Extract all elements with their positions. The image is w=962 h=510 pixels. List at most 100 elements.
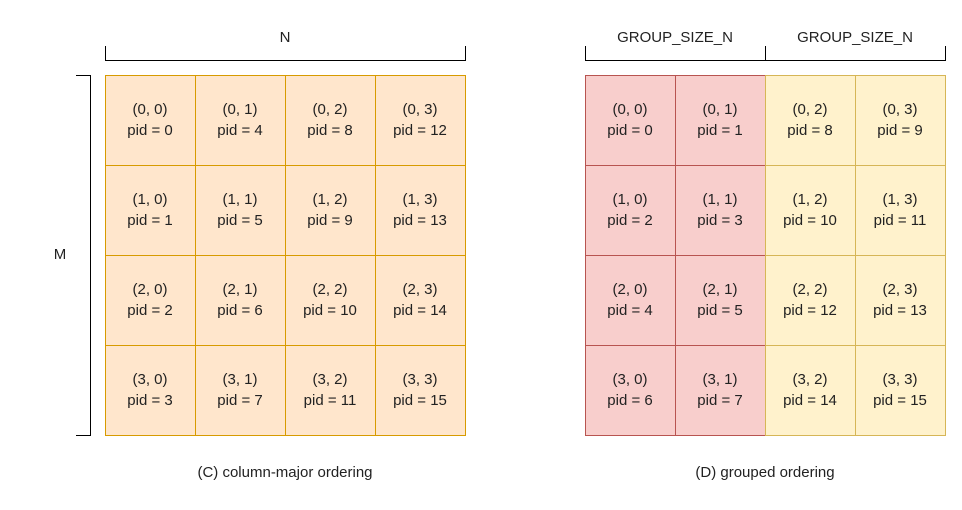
- cell-coordinate: (3, 2): [312, 371, 348, 388]
- grid-cell: (2, 3) pid = 14: [374, 254, 466, 346]
- cell-coordinate: (0, 2): [792, 101, 828, 118]
- grid-cell: (3, 0) pid = 3: [104, 344, 196, 436]
- cell-pid: pid = 1: [697, 122, 743, 139]
- cell-pid: pid = 6: [607, 392, 653, 409]
- cell-pid: pid = 0: [127, 122, 173, 139]
- cell-pid: pid = 15: [393, 392, 447, 409]
- cell-pid: pid = 2: [127, 302, 173, 319]
- cell-coordinate: (3, 0): [612, 371, 648, 388]
- right-caption: (D) grouped ordering: [695, 464, 835, 481]
- grid-cell: (2, 1)pid = 6: [194, 254, 286, 346]
- cell-pid: pid = 14: [783, 392, 837, 409]
- cell-coordinate: (0, 0): [132, 101, 168, 118]
- cell-pid: pid = 7: [697, 392, 743, 409]
- grid-cell: (0, 1)pid = 4: [194, 74, 286, 166]
- grid-cell: (2, 3) pid = 13: [854, 254, 946, 346]
- grid-cell: (3, 2) pid = 14: [764, 344, 856, 436]
- grid-cell: (1, 2)pid = 10: [764, 164, 856, 256]
- cell-coordinate: (0, 1): [702, 101, 738, 118]
- n-bracket-right-tick: [465, 46, 466, 61]
- cell-pid: pid = 9: [877, 122, 923, 139]
- cell-coordinate: (3, 3): [402, 371, 438, 388]
- cell-coordinate: (3, 1): [702, 371, 738, 388]
- grid-cell: (3, 2) pid = 11: [284, 344, 376, 436]
- cell-pid: pid = 12: [783, 302, 837, 319]
- cell-pid: pid = 11: [303, 392, 357, 409]
- grid-cell: (1, 0) pid = 1: [104, 164, 196, 256]
- grid-cell: (0, 0) pid = 0: [104, 74, 196, 166]
- cell-pid: pid = 4: [607, 302, 653, 319]
- cell-pid: pid = 14: [393, 302, 447, 319]
- column-major-grid: (0, 0)pid = 0(0, 1)pid = 4(0, 2)pid = 8(…: [104, 74, 466, 436]
- cell-pid: pid = 8: [787, 122, 833, 139]
- cell-coordinate: (1, 1): [702, 191, 738, 208]
- cell-pid: pid = 13: [873, 302, 927, 319]
- cell-pid: pid = 15: [873, 392, 927, 409]
- grid-cell: (0, 1) pid = 1: [674, 74, 766, 166]
- cell-pid: pid = 7: [217, 392, 263, 409]
- cell-pid: pid = 11: [873, 212, 927, 229]
- grid-cell: (0, 2)pid = 8: [284, 74, 376, 166]
- grid-cell: (1, 0)pid = 2: [584, 164, 676, 256]
- m-bracket-bottom-tick: [76, 435, 91, 436]
- cell-coordinate: (3, 2): [792, 371, 828, 388]
- cell-pid: pid = 9: [307, 212, 353, 229]
- m-bracket-top-tick: [76, 75, 91, 76]
- grid-cell: (0, 2) pid = 8: [764, 74, 856, 166]
- grid-cell: (1, 3)pid = 11: [854, 164, 946, 256]
- cell-pid: pid = 0: [607, 122, 653, 139]
- grid-cell: (1, 3)pid = 13: [374, 164, 466, 256]
- cell-pid: pid = 2: [607, 212, 653, 229]
- cell-coordinate: (0, 3): [402, 101, 438, 118]
- cell-coordinate: (2, 3): [402, 281, 438, 298]
- cell-pid: pid = 3: [127, 392, 173, 409]
- cell-pid: pid = 4: [217, 122, 263, 139]
- n-bracket-line: [105, 60, 465, 61]
- cell-coordinate: (2, 3): [882, 281, 918, 298]
- cell-coordinate: (1, 0): [132, 191, 168, 208]
- cell-coordinate: (2, 1): [702, 281, 738, 298]
- group-bracket-mid-tick: [765, 46, 766, 61]
- cell-pid: pid = 10: [783, 212, 837, 229]
- cell-coordinate: (1, 1): [222, 191, 258, 208]
- grid-cell: (0, 3) pid = 12: [374, 74, 466, 166]
- grid-cell: (1, 1)pid = 3: [674, 164, 766, 256]
- left-caption: (C) column-major ordering: [197, 464, 373, 481]
- grid-cell: (3, 3) pid = 15: [374, 344, 466, 436]
- grid-cell: (0, 0) pid = 0: [584, 74, 676, 166]
- cell-coordinate: (0, 2): [312, 101, 348, 118]
- grid-cell: (2, 2) pid = 12: [764, 254, 856, 346]
- m-bracket-line: [90, 75, 91, 435]
- cell-coordinate: (0, 0): [612, 101, 648, 118]
- grid-cell: (3, 3) pid = 15: [854, 344, 946, 436]
- grid-cell: (1, 1) pid = 5: [194, 164, 286, 256]
- cell-coordinate: (1, 3): [402, 191, 438, 208]
- cell-coordinate: (3, 1): [222, 371, 258, 388]
- cell-pid: pid = 5: [697, 302, 743, 319]
- cell-pid: pid = 12: [393, 122, 447, 139]
- grid-cell: (2, 1) pid = 5: [674, 254, 766, 346]
- cell-pid: pid = 5: [217, 212, 263, 229]
- m-dimension-label: M: [53, 246, 67, 263]
- group-bracket-left-tick: [585, 46, 586, 61]
- n-dimension-label: N: [279, 29, 291, 46]
- grid-cell: (2, 0) pid = 2: [104, 254, 196, 346]
- cell-coordinate: (2, 1): [222, 281, 258, 298]
- grid-cell: (3, 0) pid = 6: [584, 344, 676, 436]
- cell-coordinate: (3, 3): [882, 371, 918, 388]
- cell-coordinate: (2, 2): [312, 281, 348, 298]
- grid-cell: (2, 2)pid = 10: [284, 254, 376, 346]
- cell-coordinate: (3, 0): [132, 371, 168, 388]
- cell-coordinate: (1, 2): [312, 191, 348, 208]
- n-bracket-left-tick: [105, 46, 106, 61]
- cell-coordinate: (2, 0): [132, 281, 168, 298]
- grid-cell: (1, 2) pid = 9: [284, 164, 376, 256]
- grid-cell: (3, 1) pid = 7: [194, 344, 286, 436]
- group-size-n-label-1: GROUP_SIZE_N: [617, 29, 733, 46]
- cell-coordinate: (2, 2): [792, 281, 828, 298]
- group-bracket-right-tick: [945, 46, 946, 61]
- cell-pid: pid = 1: [127, 212, 173, 229]
- group-size-n-label-2: GROUP_SIZE_N: [797, 29, 913, 46]
- cell-coordinate: (2, 0): [612, 281, 648, 298]
- grid-cell: (0, 3)pid = 9: [854, 74, 946, 166]
